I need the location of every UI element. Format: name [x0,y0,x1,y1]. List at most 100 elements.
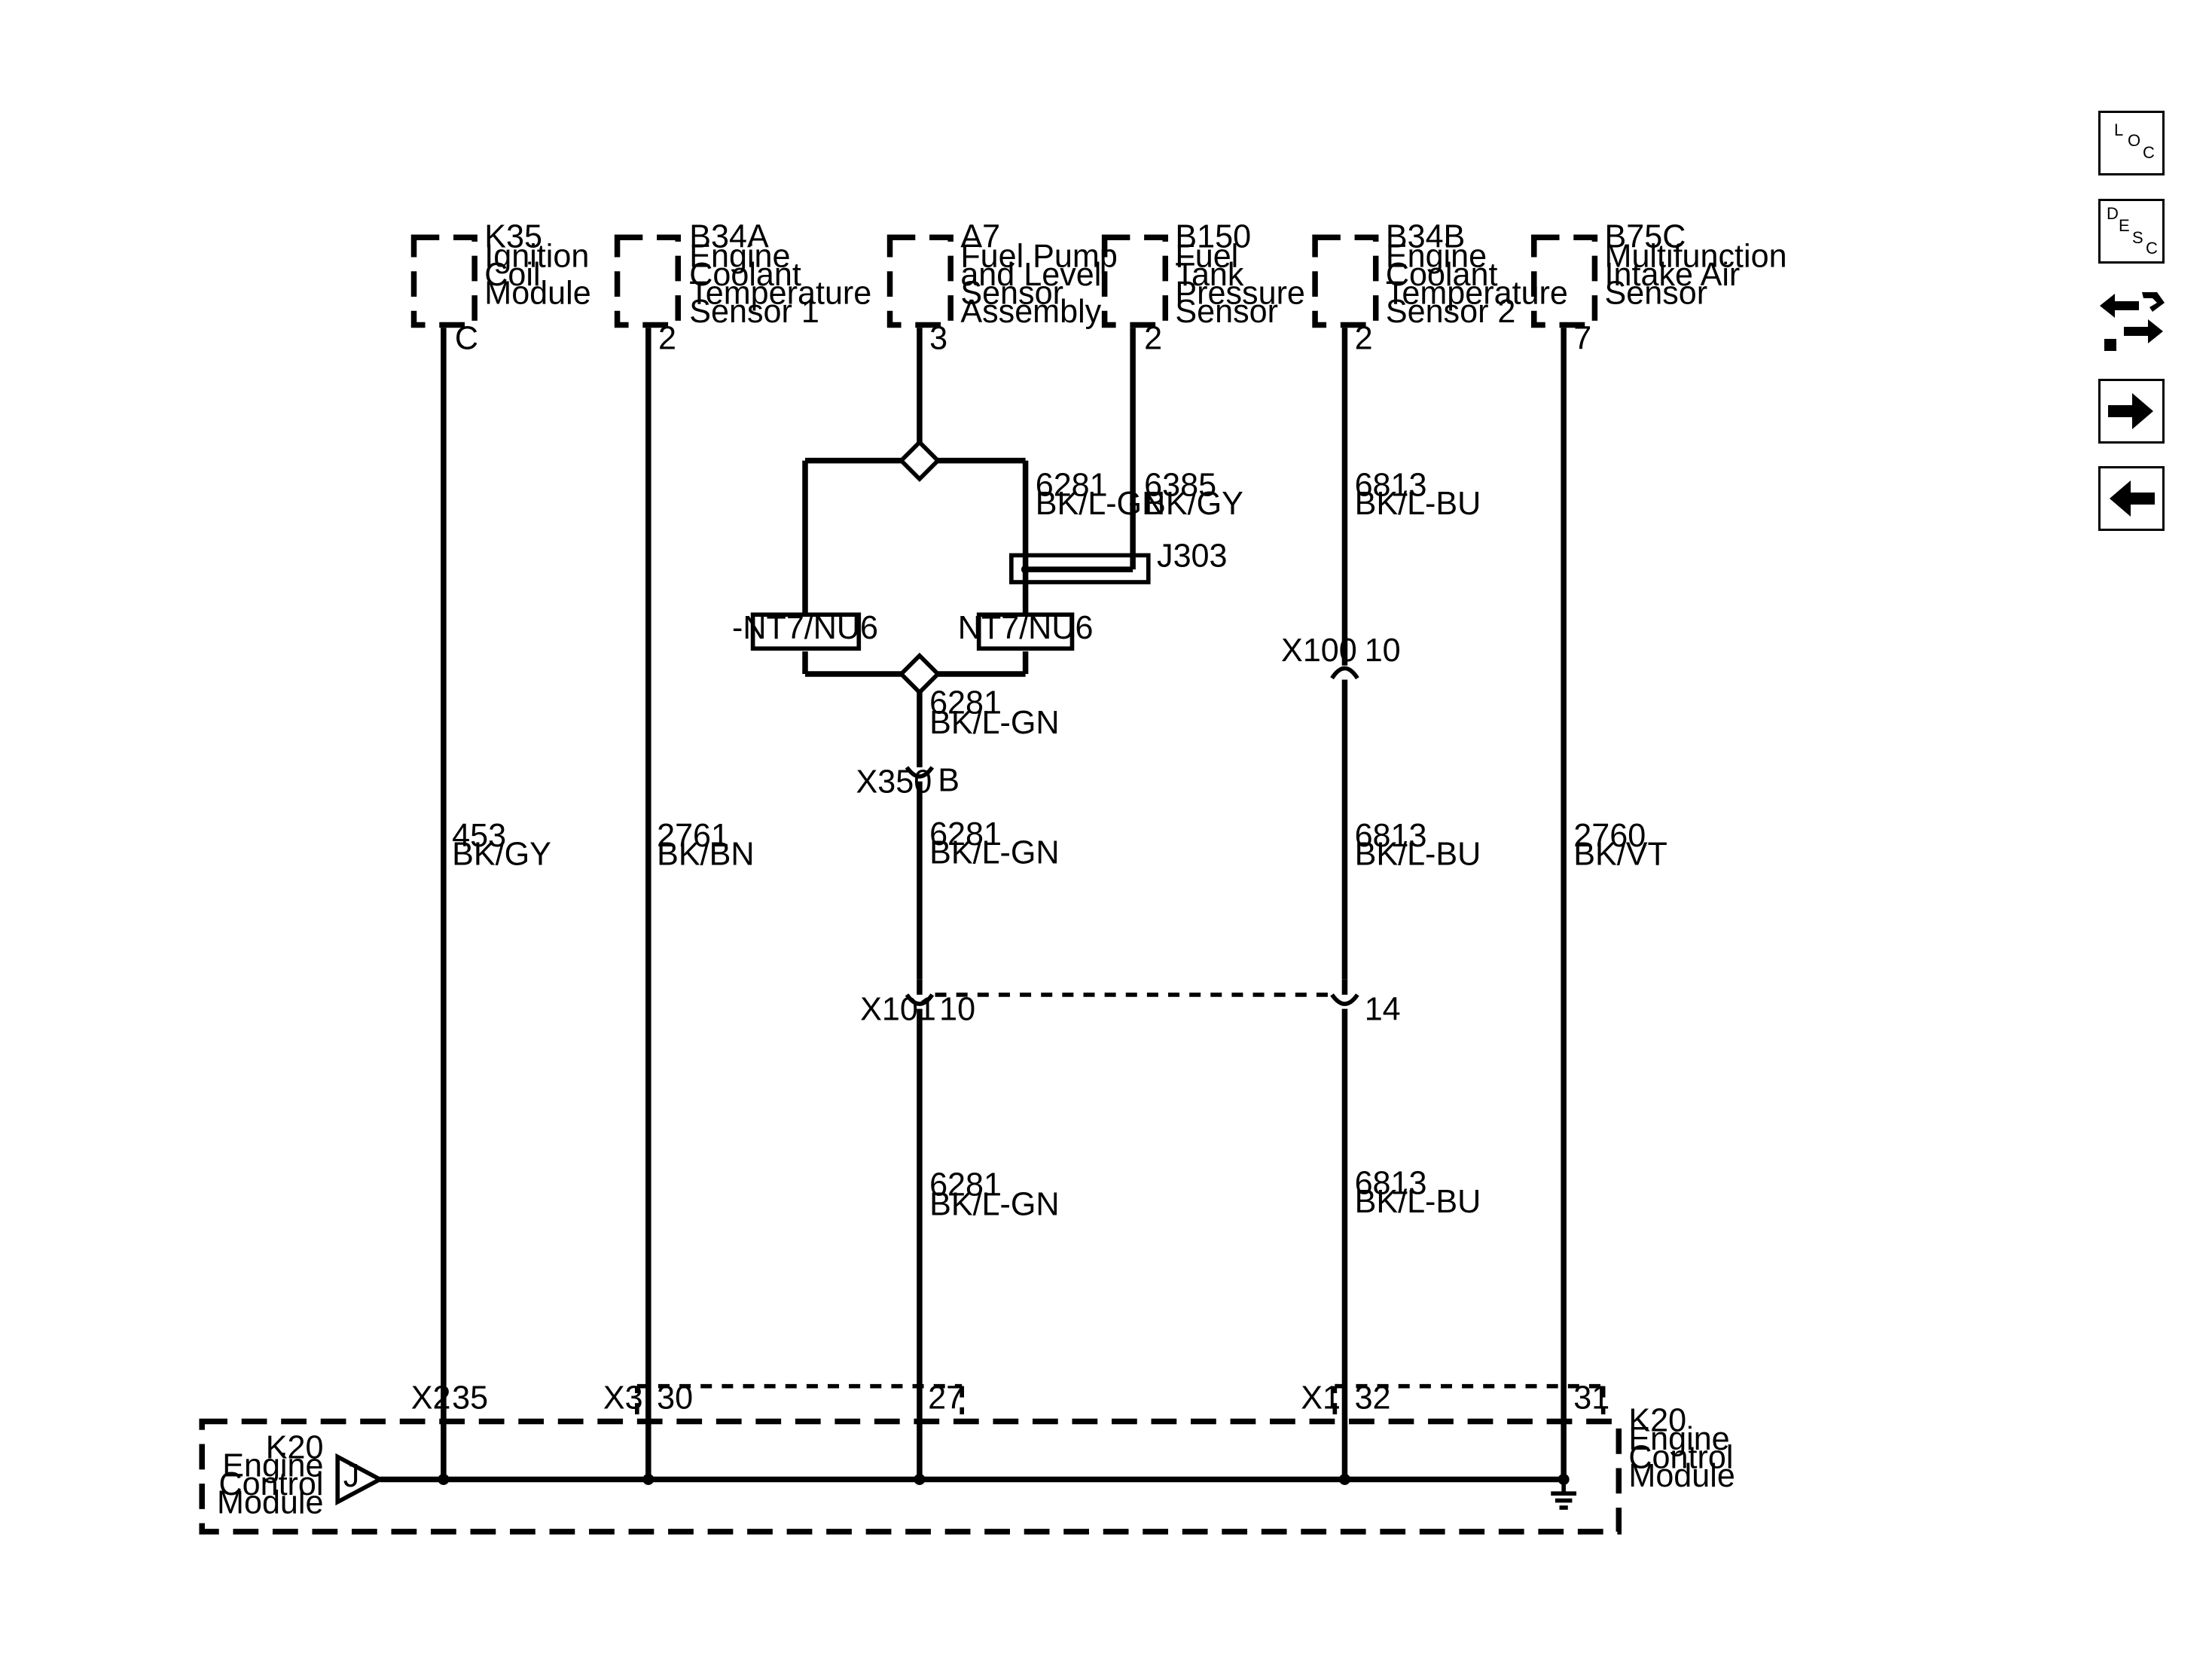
option-box-left: -NT7/NU6 [732,610,878,651]
wire-b34a-color: BK/BN [657,836,754,872]
component-b75c-id: B75C [1605,218,1686,255]
loc-letter-1: L [2114,120,2124,139]
ecm-x3-id: X3 [603,1380,643,1417]
connector-x100-pin: 10 [1365,633,1401,669]
wire-b34b-bot-color: BK/L-BU [1355,1184,1481,1220]
splice-j303: J303 [1009,538,1228,584]
bus-node-k35 [438,1473,450,1485]
component-k35-name-1: Ignition [484,239,589,275]
wire-a7-bot-color: BK/L-GN [929,1187,1060,1223]
loc-letter-3: C [2143,143,2155,162]
component-b150-name-3: Pressure [1175,275,1305,311]
component-b150-id: B150 [1175,218,1251,255]
component-b150-name-1: Fuel [1175,239,1238,275]
wire-a7-low-color: BK/L-GN [929,834,1060,871]
ecm-buffer-triangle [335,1453,385,1506]
ecm-left-name-1: K20 [266,1429,324,1465]
component-k35-name-3: Module [484,275,590,311]
splice-j303-label: J303 [1157,538,1227,574]
component-b150-name-2: Tank [1175,257,1244,293]
ecm-left-name-4: Module [217,1484,323,1520]
wire-b34b-bot-circuit: 6813 [1355,1165,1427,1201]
ecm-right-name-2: Engine [1628,1421,1729,1457]
wire-b34b-mid-color: BK/L-BU [1355,836,1481,872]
wire-b150-color: BK/GY [1144,486,1243,522]
component-a7-name-1: Fuel Pump [960,239,1117,275]
wire-b34b [1330,328,1359,1480]
ecm-x2-id: X2 [411,1380,451,1417]
ecm-right-name-4: Module [1628,1458,1735,1494]
loc-button[interactable]: L O C [2098,111,2165,175]
wire-k35-color: BK/GY [452,836,551,872]
component-b34a-pin: 2 [658,320,676,356]
component-a7-id: A7 [960,218,1000,255]
component-b34a: B34A Engine Coolant Temperature Sensor 1… [614,218,871,356]
connector-x101: X101 10 14 [860,979,1401,1028]
desc-letter-1: D [2107,204,2119,223]
wire-b34b-mid-circuit: 6813 [1355,818,1427,854]
wire-b150-circuit: 6385 [1144,468,1216,504]
component-b150: B150 Fuel Tank Pressure Sensor 2 [1101,218,1305,356]
component-a7-name-3: Sensor [960,275,1063,311]
wire-k35-circuit: 453 [452,818,506,854]
component-b75c: B75C Multifunction Intake Air Sensor 7 [1531,218,1787,356]
wire-b75c-color: BK/VT [1573,836,1667,872]
previous-button[interactable] [2098,466,2165,531]
wire-b34b-top-color: BK/L-BU [1355,486,1481,522]
component-a7-pin: 3 [929,320,947,356]
wire-b150 [1021,328,1136,574]
swap-tools-icon[interactable] [2097,286,2166,355]
ecm-x2-pin: 35 [452,1380,488,1417]
connector-x100: X100 10 [1281,633,1401,669]
component-b34b-id: B34B [1386,218,1465,255]
ground-icon [1551,1479,1577,1510]
component-b75c-name-1: Multifunction [1605,239,1787,275]
bus-node-b34a [642,1473,654,1485]
ecm-buffer-label: J [343,1458,360,1494]
component-b34b-name-1: Engine [1386,239,1487,275]
option-left-label: -NT7/NU6 [732,610,878,646]
component-b34a-name-3: Temperature [689,275,871,311]
component-b34b-name-2: Coolant [1386,257,1498,293]
desc-button[interactable]: D E S C [2098,199,2165,264]
ecm-module: X2 35 X3 30 27 X1 32 31 K20 Engine Contr… [199,1380,1735,1535]
ecm-x1-pin-a: 32 [1355,1380,1391,1417]
component-a7-name-4: Assembly [960,294,1101,330]
component-b34b-pin: 2 [1355,320,1373,356]
wire-b34b-top-circuit: 6813 [1355,468,1427,504]
bus-node-a7 [914,1473,926,1485]
component-b75c-pin: 7 [1573,320,1591,356]
ecm-left-name-3: Control [218,1466,323,1502]
next-button[interactable] [2098,379,2165,444]
desc-letter-3: S [2132,228,2143,247]
option-right-label: NT7/NU6 [958,610,1094,646]
component-b34b-name-4: Sensor 2 [1386,294,1516,330]
component-b34a-name-2: Coolant [689,257,801,293]
connector-x101-pin-right: 14 [1365,992,1401,1028]
component-k35-pin: C [455,320,478,356]
wire-b75c-circuit: 2760 [1573,818,1646,854]
wire-a7 [802,328,1029,1480]
wire-a7-top-circuit: 6281 [1036,468,1108,504]
component-b34a-name-4: Sensor 1 [689,294,819,330]
wire-b34a-circuit: 2761 [657,818,729,854]
connector-x101-pin-left: 10 [939,992,975,1028]
component-a7-name-2: and Level [960,257,1101,293]
component-b150-pin: 2 [1144,320,1162,356]
connector-x350-pin: B [938,763,960,799]
ecm-x3-pin-b: 27 [928,1380,964,1417]
wire-a7-mid-circuit: 6281 [929,685,1002,721]
desc-letter-2: E [2119,216,2130,235]
arrow-left-icon [2110,480,2155,517]
component-b34a-id: B34A [689,218,769,255]
connector-x350: X350 B [856,763,960,801]
ecm-x1-id: X1 [1301,1380,1341,1417]
ecm-x1-pin-b: 31 [1573,1380,1609,1417]
arrow-right-icon [2108,393,2153,429]
component-b34a-name-1: Engine [689,239,790,275]
connector-x101-id: X101 [860,992,936,1028]
ecm-left-name-2: Engine [222,1448,323,1484]
ecm-right-name-3: Control [1628,1439,1733,1475]
ecm-right-name-1: K20 [1628,1403,1686,1439]
